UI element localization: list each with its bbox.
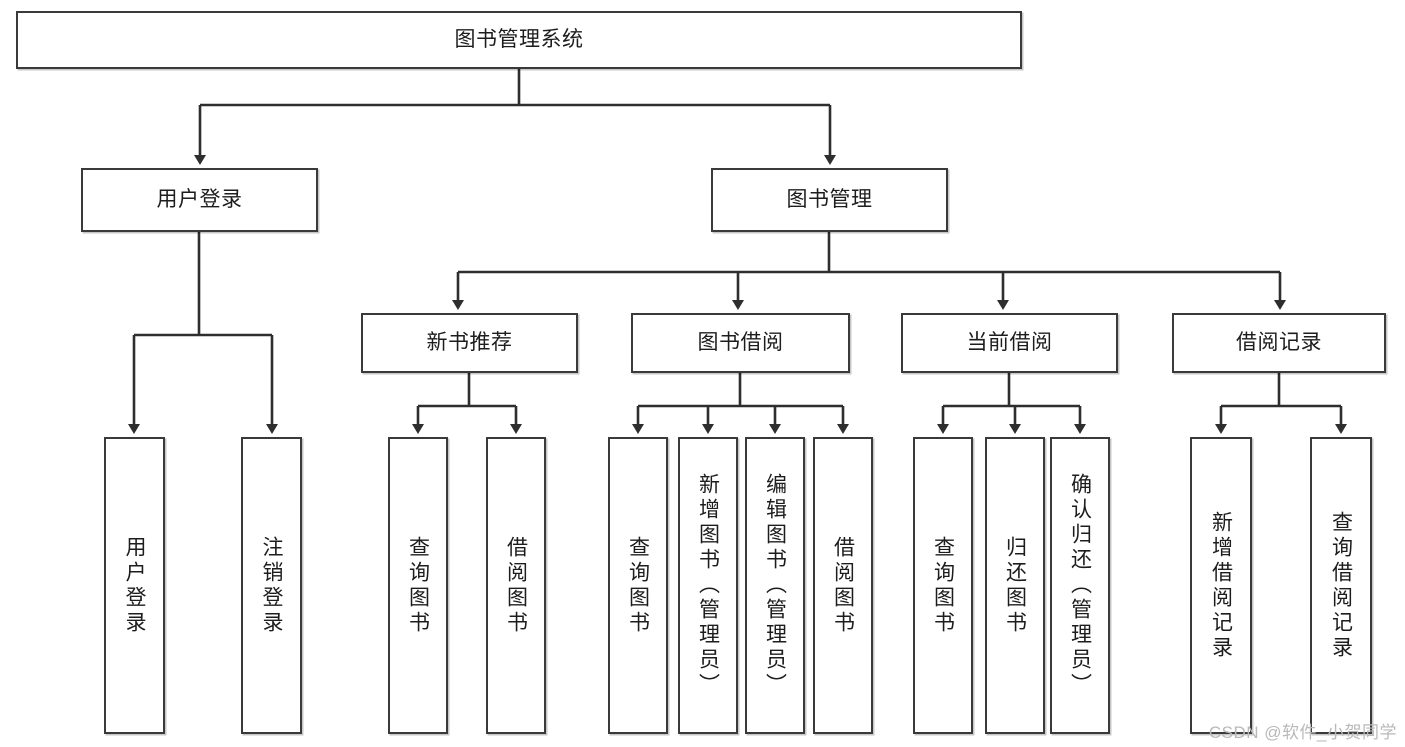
leaf-confirm-return-admin-label: 确认归还（管理员） xyxy=(1068,473,1092,698)
leaf-add-borrow-record-label: 新增借阅记录 xyxy=(1209,510,1233,661)
node-borrow-record[interactable]: 借阅记录 xyxy=(1172,313,1386,373)
node-book-borrow[interactable]: 图书借阅 xyxy=(631,313,850,373)
node-book-management-label: 图书管理 xyxy=(786,187,873,211)
leaf-return-book-label: 归还图书 xyxy=(1003,535,1027,636)
leaf-add-borrow-record[interactable]: 新增借阅记录 xyxy=(1190,437,1252,734)
leaf-logout-label: 注销登录 xyxy=(260,535,283,636)
leaf-confirm-return-admin[interactable]: 确认归还（管理员） xyxy=(1050,437,1110,734)
node-new-book-recommend[interactable]: 新书推荐 xyxy=(361,313,578,373)
leaf-borrow-book[interactable]: 借阅图书 xyxy=(813,437,873,734)
leaf-borrow-book-recommend-label: 借阅图书 xyxy=(504,535,528,636)
leaf-edit-book-admin-label: 编辑图书（管理员） xyxy=(763,473,787,698)
leaf-query-book-borrow[interactable]: 查询图书 xyxy=(608,437,668,734)
leaf-user-login-label: 用户登录 xyxy=(123,535,146,636)
leaf-query-borrow-record-label: 查询借阅记录 xyxy=(1329,510,1353,661)
node-user-login[interactable]: 用户登录 xyxy=(81,168,318,232)
leaf-logout[interactable]: 注销登录 xyxy=(241,437,302,734)
node-book-management[interactable]: 图书管理 xyxy=(711,168,948,232)
leaf-query-book-recommend[interactable]: 查询图书 xyxy=(388,437,448,734)
node-user-login-label: 用户登录 xyxy=(156,187,243,211)
node-book-borrow-label: 图书借阅 xyxy=(697,330,784,354)
node-root[interactable]: 图书管理系统 xyxy=(16,11,1022,69)
leaf-query-book-current-label: 查询图书 xyxy=(931,535,955,636)
node-root-label: 图书管理系统 xyxy=(454,27,584,51)
leaf-edit-book-admin[interactable]: 编辑图书（管理员） xyxy=(745,437,805,734)
leaf-add-book-admin-label: 新增图书（管理员） xyxy=(696,473,720,698)
watermark-text: CSDN @软件_小贺同学 xyxy=(1208,723,1397,742)
node-current-borrow-label: 当前借阅 xyxy=(966,330,1053,354)
leaf-query-book-current[interactable]: 查询图书 xyxy=(913,437,973,734)
leaf-borrow-book-label: 借阅图书 xyxy=(831,535,855,636)
node-new-book-recommend-label: 新书推荐 xyxy=(426,330,513,354)
leaf-query-book-recommend-label: 查询图书 xyxy=(406,535,430,636)
leaf-query-borrow-record[interactable]: 查询借阅记录 xyxy=(1310,437,1372,734)
leaf-borrow-book-recommend[interactable]: 借阅图书 xyxy=(486,437,546,734)
node-borrow-record-label: 借阅记录 xyxy=(1236,330,1322,354)
leaf-user-login[interactable]: 用户登录 xyxy=(104,437,165,734)
node-current-borrow[interactable]: 当前借阅 xyxy=(901,313,1118,373)
leaf-query-book-borrow-label: 查询图书 xyxy=(626,535,650,636)
leaf-add-book-admin[interactable]: 新增图书（管理员） xyxy=(678,437,738,734)
leaf-return-book[interactable]: 归还图书 xyxy=(985,437,1045,734)
